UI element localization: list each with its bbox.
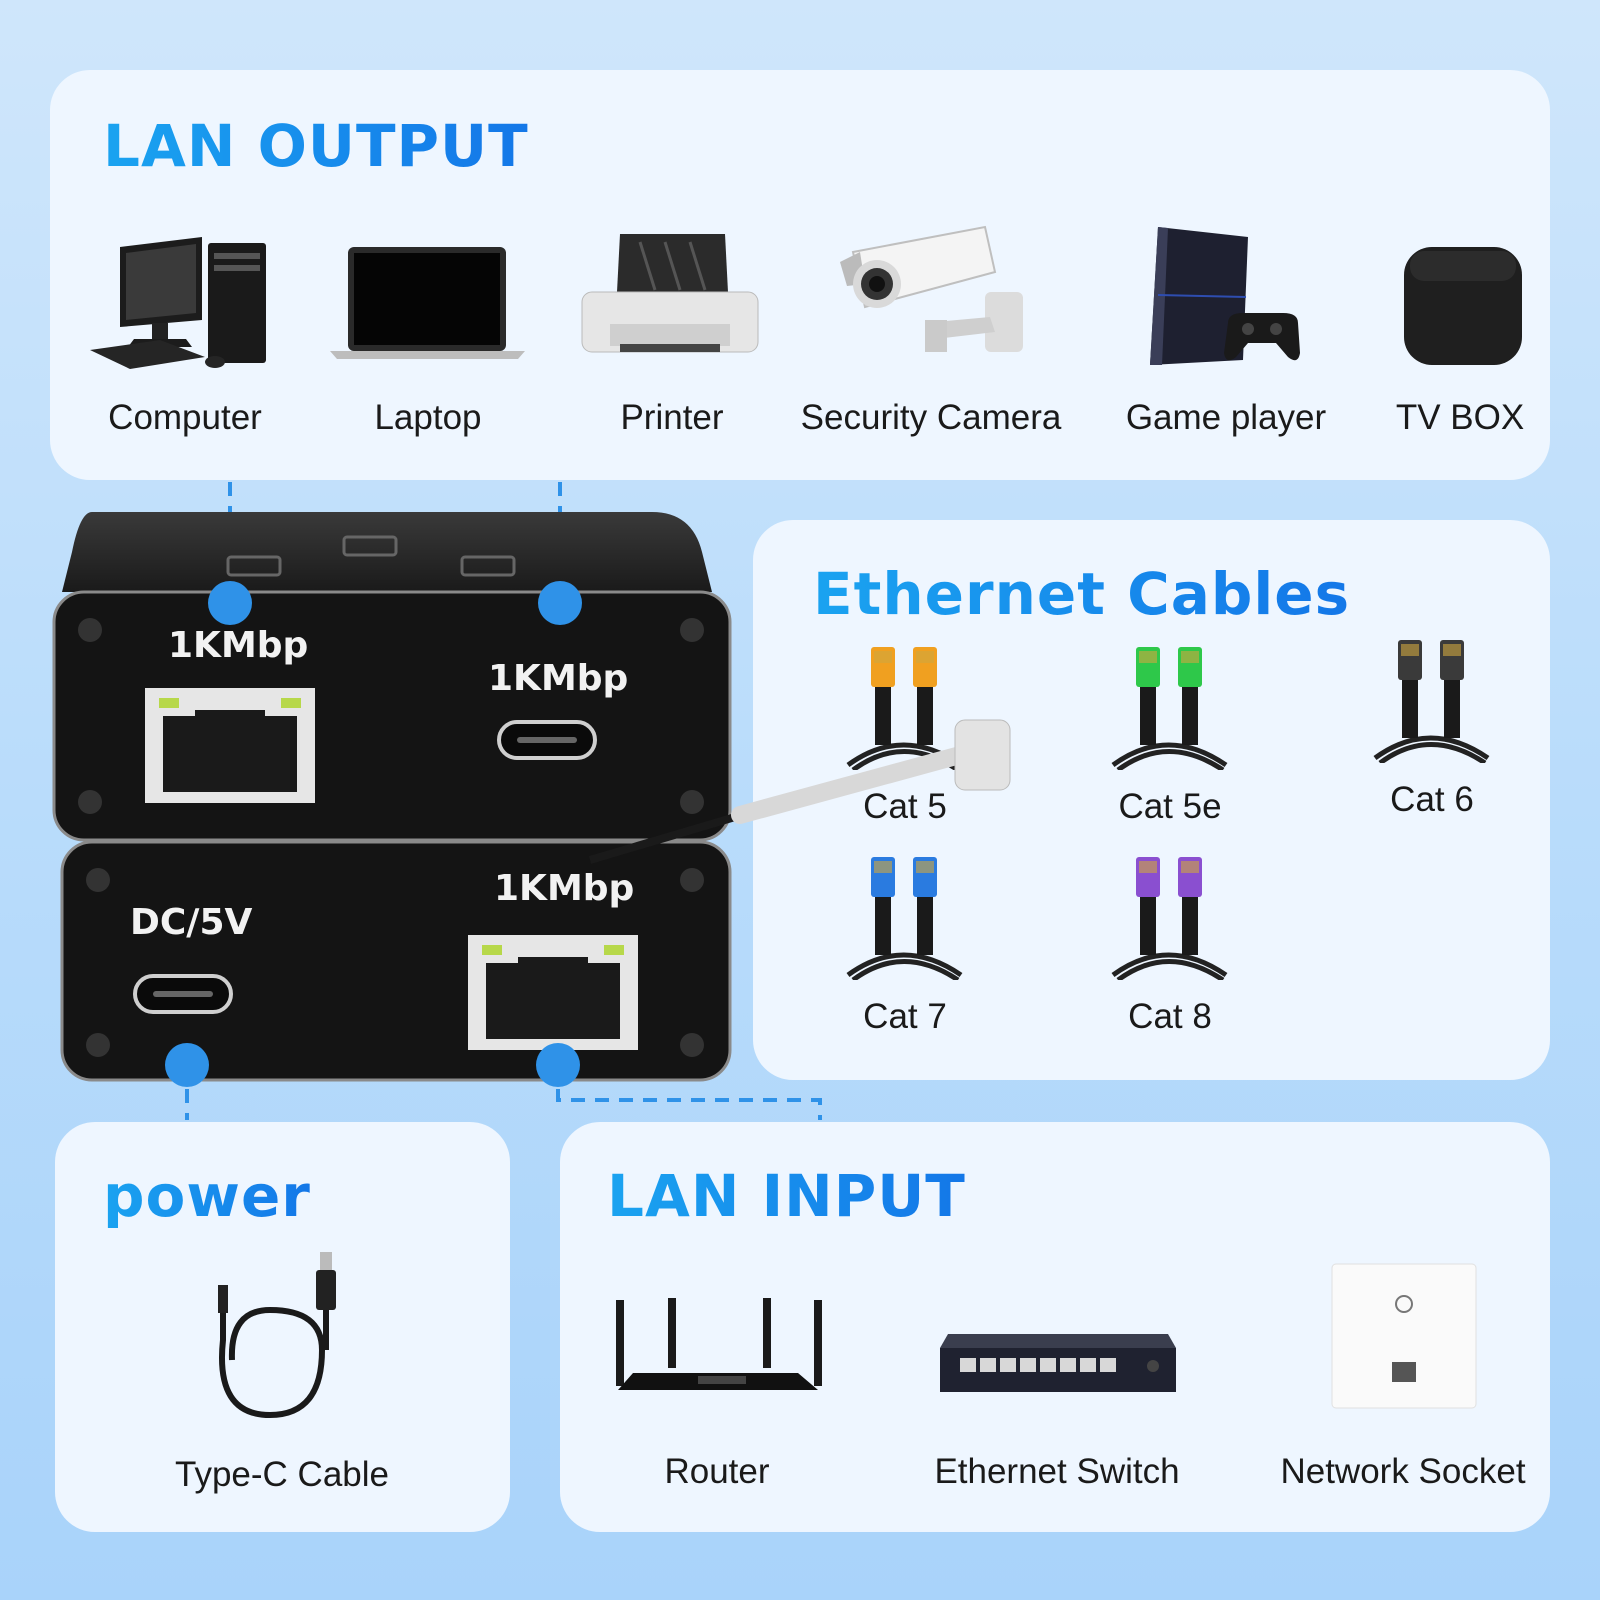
lan-output-title: LAN OUTPUT xyxy=(103,112,529,180)
lan-output-panel xyxy=(50,70,1550,480)
power-port-label: DC/5V xyxy=(130,902,253,943)
cable-label-2: Cat 5e xyxy=(1118,787,1222,826)
router-label: Router xyxy=(664,1452,770,1491)
cable-label-4: Cat 7 xyxy=(863,997,947,1036)
ethernet-cable-icon xyxy=(1373,640,1490,763)
router-icon xyxy=(616,1298,822,1390)
top-left-port-label: 1KMbp xyxy=(168,625,309,666)
device-label-security-camera: Security Camera xyxy=(800,398,1062,437)
device-label-printer: Printer xyxy=(620,398,724,437)
power-title: power xyxy=(103,1162,311,1230)
cable-label-3: Cat 6 xyxy=(1390,780,1474,819)
usb-c-port-icon xyxy=(497,720,597,760)
rj45-port-icon xyxy=(468,935,638,1050)
device-label-laptop: Laptop xyxy=(374,398,482,437)
rj45-port-icon xyxy=(145,688,315,803)
network-socket-label: Network Socket xyxy=(1280,1452,1526,1491)
connector-dot xyxy=(538,581,582,625)
type-c-cable-label: Type-C Cable xyxy=(175,1455,389,1494)
device-label-tv-box: TV BOX xyxy=(1395,398,1525,437)
connector-dot xyxy=(208,581,252,625)
network-socket-icon xyxy=(1331,1263,1477,1409)
ethernet-cables-panel xyxy=(753,520,1550,1080)
computer-icon xyxy=(90,237,266,369)
ethernet-cable-icon xyxy=(1111,647,1228,770)
ethernet-cable-icon xyxy=(1111,857,1228,980)
ethernet-cable-icon xyxy=(846,647,963,770)
usb-c-port-icon xyxy=(133,974,233,1014)
ethernet-cables-title: Ethernet Cables xyxy=(813,560,1351,628)
printer-icon xyxy=(581,234,759,353)
power-panel xyxy=(55,1122,510,1532)
device-label-game-player: Game player xyxy=(1125,398,1327,437)
cable-label-1: Cat 5 xyxy=(863,787,947,826)
connector-dot xyxy=(536,1043,580,1087)
ethernet-switch-label: Ethernet Switch xyxy=(934,1452,1180,1491)
bottom-right-port-label: 1KMbp xyxy=(494,868,635,909)
ethernet-cable-icon xyxy=(846,857,963,980)
game-console-icon xyxy=(1150,227,1300,365)
lan-input-title: LAN INPUT xyxy=(607,1162,966,1230)
security-camera-icon xyxy=(840,225,1023,352)
cable-label-5: Cat 8 xyxy=(1128,997,1212,1036)
device-label-computer: Computer xyxy=(108,398,262,437)
top-right-port-label: 1KMbp xyxy=(488,658,629,699)
ethernet-switch-icon xyxy=(940,1334,1176,1392)
usb-c-cable-icon xyxy=(218,1252,336,1419)
connector-dot xyxy=(165,1043,209,1087)
laptop-icon xyxy=(330,247,525,359)
tv-box-icon xyxy=(1404,247,1522,365)
